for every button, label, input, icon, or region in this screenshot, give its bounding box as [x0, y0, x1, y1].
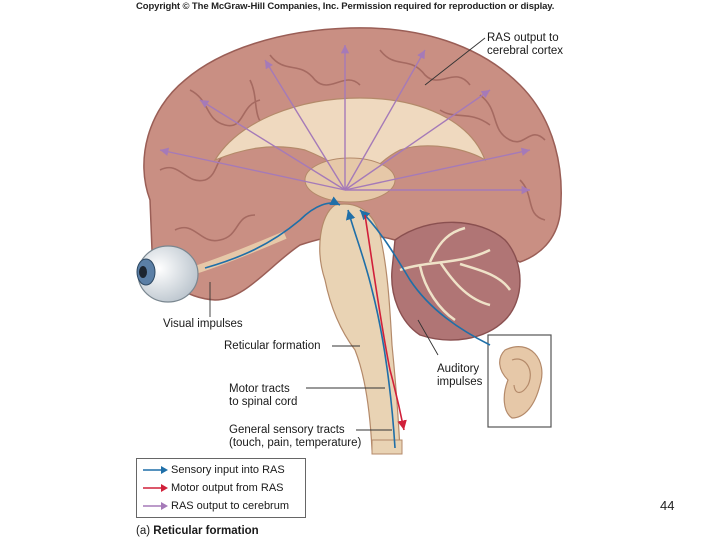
- arbor-vitae: [399, 226, 512, 322]
- sensory-tracts-label-line2: (touch, pain, temperature): [229, 437, 362, 449]
- legend: Sensory input into RAS Motor output from…: [136, 458, 306, 518]
- red-arrow-icon: [143, 484, 168, 492]
- ras-output-label-line2: cerebral cortex: [487, 45, 564, 57]
- legend-item-ras-output: RAS output to cerebrum: [137, 497, 305, 515]
- eye: [136, 231, 287, 303]
- page-number: 44: [660, 498, 675, 513]
- copyright-notice: Copyright © The McGraw-Hill Companies, I…: [136, 1, 555, 12]
- sensory-input-paths: [204, 196, 491, 449]
- legend-label: RAS output to cerebrum: [171, 500, 290, 512]
- ear-inset: [487, 334, 552, 428]
- legend-label: Sensory input into RAS: [171, 464, 285, 476]
- legend-item-sensory: Sensory input into RAS: [137, 461, 305, 479]
- auditory-impulses-label-line1: Auditory: [437, 363, 480, 375]
- legend-item-motor: Motor output from RAS: [137, 479, 305, 497]
- figure-caption: (a) Reticular formation: [136, 525, 259, 537]
- blue-arrow-icon: [143, 466, 168, 474]
- caption-text: Reticular formation: [153, 525, 259, 537]
- brainstem: [319, 203, 401, 451]
- gyri: [159, 49, 546, 242]
- motor-tracts-label-line1: Motor tracts: [229, 383, 290, 395]
- motor-tracts-label-line2: to spinal cord: [229, 396, 298, 408]
- corpus-callosum: [213, 97, 487, 186]
- motor-output-path: [364, 214, 407, 431]
- leader-lines: [209, 37, 486, 431]
- purple-arrow-icon: [143, 502, 168, 510]
- visual-impulses-label: Visual impulses: [163, 318, 243, 330]
- legend-label: Motor output from RAS: [171, 482, 284, 494]
- auditory-impulses-label-line2: impulses: [437, 376, 483, 388]
- caption-prefix: (a): [136, 525, 151, 537]
- reticular-formation-label: Reticular formation: [224, 340, 321, 352]
- spinal-cord: [371, 439, 403, 455]
- ras-output-label-line1: RAS output to: [487, 32, 559, 44]
- ras-output-arrows: [159, 45, 531, 195]
- sensory-tracts-label-line1: General sensory tracts: [229, 424, 345, 436]
